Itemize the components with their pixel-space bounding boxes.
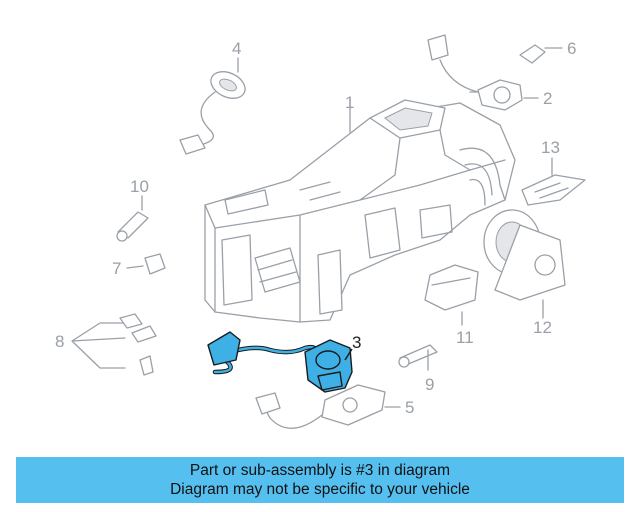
parts-diagram: 1 2 4 6 13 12	[55, 34, 586, 429]
sensor-part-6	[519, 44, 563, 64]
callout-1: 1	[345, 93, 354, 112]
sensor-part-4	[179, 57, 246, 155]
callout-10: 10	[130, 177, 149, 196]
fasteners-part-8	[71, 313, 157, 376]
link-part-9	[398, 344, 438, 371]
callout-9: 9	[425, 375, 434, 394]
callout-7: 7	[112, 259, 121, 278]
highlighted-actuator-part-3	[207, 331, 353, 393]
actuator-part-5	[255, 384, 401, 429]
connector-part-7	[126, 253, 166, 275]
info-banner: Part or sub-assembly is #3 in diagram Di…	[16, 457, 624, 503]
clip-part-10	[116, 195, 149, 242]
banner-line-2: Diagram may not be specific to your vehi…	[170, 481, 470, 498]
callout-2: 2	[543, 89, 552, 108]
blower-motor-part-12	[483, 209, 566, 319]
callout-6: 6	[567, 39, 576, 58]
callout-13: 13	[541, 138, 560, 157]
banner-line-1: Part or sub-assembly is #3 in diagram	[189, 462, 451, 479]
actuator-part-2	[427, 34, 539, 111]
resistor-part-13	[521, 157, 586, 206]
callout-11: 11	[456, 328, 474, 347]
callout-5: 5	[405, 398, 414, 417]
callout-4: 4	[232, 39, 241, 58]
callout-8: 8	[55, 332, 64, 351]
callout-12: 12	[533, 318, 552, 337]
callout-3: 3	[352, 333, 361, 352]
hvac-housing-part-1	[204, 99, 516, 323]
module-part-11	[424, 264, 479, 326]
